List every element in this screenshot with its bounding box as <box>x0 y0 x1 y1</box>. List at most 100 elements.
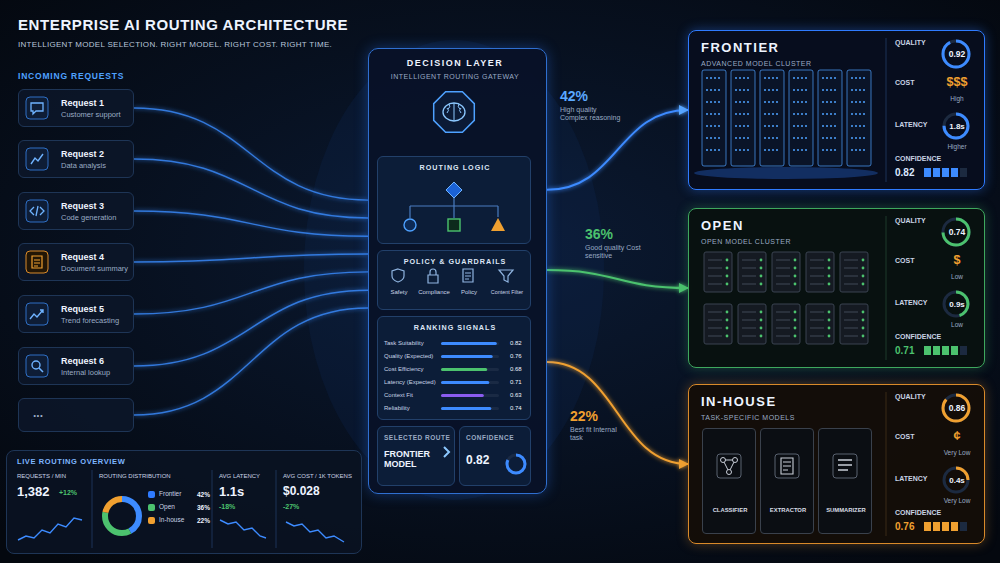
overview-panel-text: 36% <box>197 504 210 511</box>
overview-panel-text: 1.1s <box>219 485 244 500</box>
gauge-track <box>944 468 968 492</box>
classifier-icon <box>733 458 738 463</box>
model-panel-text: High <box>935 95 979 102</box>
ranking-box-text: 0.76 <box>510 353 522 360</box>
bar-track <box>441 381 499 384</box>
server-rack <box>818 70 842 166</box>
confidence-bar <box>960 522 967 531</box>
free-label: INCOMING REQUESTS <box>18 72 124 82</box>
request-box: Request 1Customer support <box>18 89 134 127</box>
overview-panel-text: LIVE ROUTING OVERVIEW <box>17 458 125 467</box>
legend-swatch <box>148 491 155 498</box>
server-rack <box>731 70 755 166</box>
icon-frame <box>26 97 48 119</box>
metric-divider <box>886 216 887 360</box>
policy-box-text: Policy <box>449 289 489 296</box>
gauge-track <box>507 455 525 473</box>
confidence-bar <box>942 522 949 531</box>
model-box: EXTRACTOR <box>760 428 814 534</box>
confidence-bar <box>924 168 931 177</box>
confidence-bar <box>933 346 940 355</box>
model-box-text: SUMMARIZER <box>819 507 873 514</box>
model-panel-text: OPEN MODEL CLUSTER <box>701 238 791 246</box>
column-divider <box>92 470 93 548</box>
ranking-box-text: RANKING SIGNALS <box>378 324 532 332</box>
legend-text: In-house <box>159 516 184 523</box>
quality-gauge <box>943 41 969 67</box>
model-panel: IN-HOUSETASK-SPECIFIC MODELSQUALITY0.86C… <box>688 384 985 544</box>
confidence-bar <box>951 346 958 355</box>
ranking-box-text: 0.68 <box>510 366 522 373</box>
gauge-track <box>943 395 969 421</box>
model-panel-text: 0.82 <box>895 167 914 179</box>
route-connector <box>547 362 688 464</box>
request-box-text: ... <box>33 407 43 421</box>
route-connector <box>134 290 368 366</box>
bar-track <box>441 407 499 410</box>
confidence-box-text: 0.82 <box>466 454 489 468</box>
gauge-track <box>944 292 968 316</box>
free-label: INTELLIGENT MODEL SELECTION. RIGHT MODEL… <box>18 40 332 49</box>
server-box <box>840 252 868 292</box>
logic-tree-lines <box>410 198 498 218</box>
server-box <box>806 252 834 292</box>
request-box-text: Request 3 <box>61 201 104 211</box>
model-panel-text: COST <box>895 257 914 265</box>
legend-swatch <box>148 504 155 511</box>
ranking-box-text: Context Fit <box>384 392 413 399</box>
overview-panel: LIVE ROUTING OVERVIEWREQUESTS / MIN1,382… <box>6 450 362 554</box>
model-panel-text: 0.74 <box>939 228 975 238</box>
model-panel-text: 0.4s <box>939 476 975 485</box>
quality-gauge <box>943 395 969 421</box>
request-box-text: Request 5 <box>61 304 104 314</box>
logic-triangle <box>491 218 505 231</box>
signal-bar <box>441 368 487 371</box>
ranking-box-text: 0.63 <box>510 392 522 399</box>
model-panel-text: COST <box>895 433 914 441</box>
server-rack <box>702 70 726 166</box>
route-connector <box>134 211 368 236</box>
logic-box: ROUTING LOGIC <box>377 156 531 244</box>
model-panel-text: Low <box>935 321 979 328</box>
confidence-bar <box>924 522 931 531</box>
model-panel-text: TASK-SPECIFIC MODELS <box>701 414 795 422</box>
classifier-icon <box>727 470 732 475</box>
legend-text: Open <box>159 503 175 510</box>
model-panel-text: Very Low <box>935 449 979 456</box>
policy-box-text: Compliance <box>414 289 454 296</box>
model-panel-text: QUALITY <box>895 393 926 401</box>
request-box-text: Request 2 <box>61 149 104 159</box>
icon-frame <box>833 454 857 478</box>
overview-panel-text: AVG LATENCY <box>219 473 260 480</box>
search-icon <box>39 368 43 372</box>
server-box <box>806 304 834 344</box>
ranking-box-text: 0.74 <box>510 405 522 412</box>
overview-panel-text: 22% <box>197 517 210 524</box>
request-box-text: Trend forecasting <box>61 317 119 326</box>
bar-track <box>441 394 499 397</box>
model-panel-text: Low <box>935 273 979 280</box>
confidence-bar <box>951 168 958 177</box>
model-panel-text: LATENCY <box>895 121 928 129</box>
overview-panel-text: $0.028 <box>283 485 320 499</box>
ranking-box-text: 0.71 <box>510 379 522 386</box>
metric-divider <box>886 392 887 536</box>
request-box-text: Document summary <box>61 265 128 274</box>
request-box-text: Code generation <box>61 214 116 223</box>
overview-panel-text: AVG COST / 1K TOKENS <box>283 473 352 480</box>
model-panel: OPENOPEN MODEL CLUSTERQUALITY0.74COST$Lo… <box>688 208 985 368</box>
lock-icon <box>428 269 438 283</box>
confidence-bar <box>960 168 967 177</box>
legend-text: Frontier <box>159 490 181 497</box>
route-connector <box>134 254 368 262</box>
route-connector <box>547 110 688 190</box>
icon-frame <box>26 251 48 273</box>
edge-label: 36% <box>585 226 613 242</box>
ranking-box-text: Latency (Expected) <box>384 379 436 386</box>
diagram-title: ENTERPRISE AI ROUTING ARCHITECTURE <box>18 16 348 33</box>
free-label: Best fit Internal task <box>570 426 620 442</box>
model-panel-text: CONFIDENCE <box>895 509 941 517</box>
ranking-box: RANKING SIGNALSTask Suitability0.82Quali… <box>377 316 531 420</box>
